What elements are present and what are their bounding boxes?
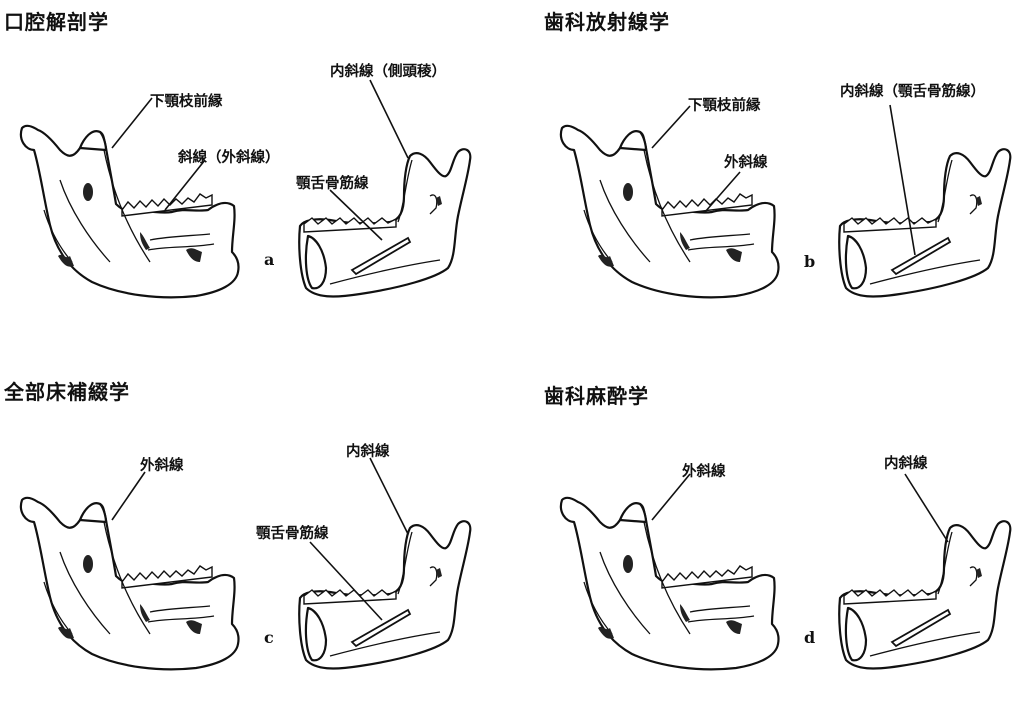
mandible-illustration [0, 372, 506, 709]
internal-oblique-label: 内斜線（顎舌骨筋線） [840, 80, 985, 101]
panel-letter: c [264, 628, 274, 647]
external-oblique-label: 外斜線 [140, 454, 184, 475]
panel-c: 全部床補綴学 外斜線 内斜線 顎舌骨筋線 c [0, 372, 506, 709]
panel-a: 口腔解剖学 下顎枝前縁 斜線（外斜線） 内斜線（側頭稜） 顎舌骨筋線 a [0, 0, 506, 337]
mandible-illustration [0, 0, 506, 337]
mylohyoid-line-label: 顎舌骨筋線 [256, 522, 329, 543]
mandible-illustration [540, 0, 1013, 337]
external-oblique-label: 外斜線 [724, 151, 768, 172]
external-oblique-label: 斜線（外斜線） [178, 146, 280, 167]
anterior-border-label: 下顎枝前縁 [150, 90, 223, 111]
mylohyoid-line-label: 顎舌骨筋線 [296, 172, 369, 193]
panel-b: 歯科放射線学 下顎枝前縁 外斜線 内斜線（顎舌骨筋線） b [540, 0, 1013, 337]
panel-letter: a [264, 250, 274, 269]
internal-oblique-label: 内斜線 [884, 452, 928, 473]
panel-letter: b [804, 252, 815, 271]
external-oblique-label: 外斜線 [682, 460, 726, 481]
internal-oblique-label: 内斜線（側頭稜） [330, 60, 446, 81]
internal-oblique-label: 内斜線 [346, 440, 390, 461]
panel-d: 歯科麻酔学 外斜線 内斜線 d [540, 372, 1013, 709]
anterior-border-label: 下顎枝前縁 [688, 94, 761, 115]
mandible-illustration [540, 372, 1013, 709]
panel-letter: d [804, 628, 815, 647]
